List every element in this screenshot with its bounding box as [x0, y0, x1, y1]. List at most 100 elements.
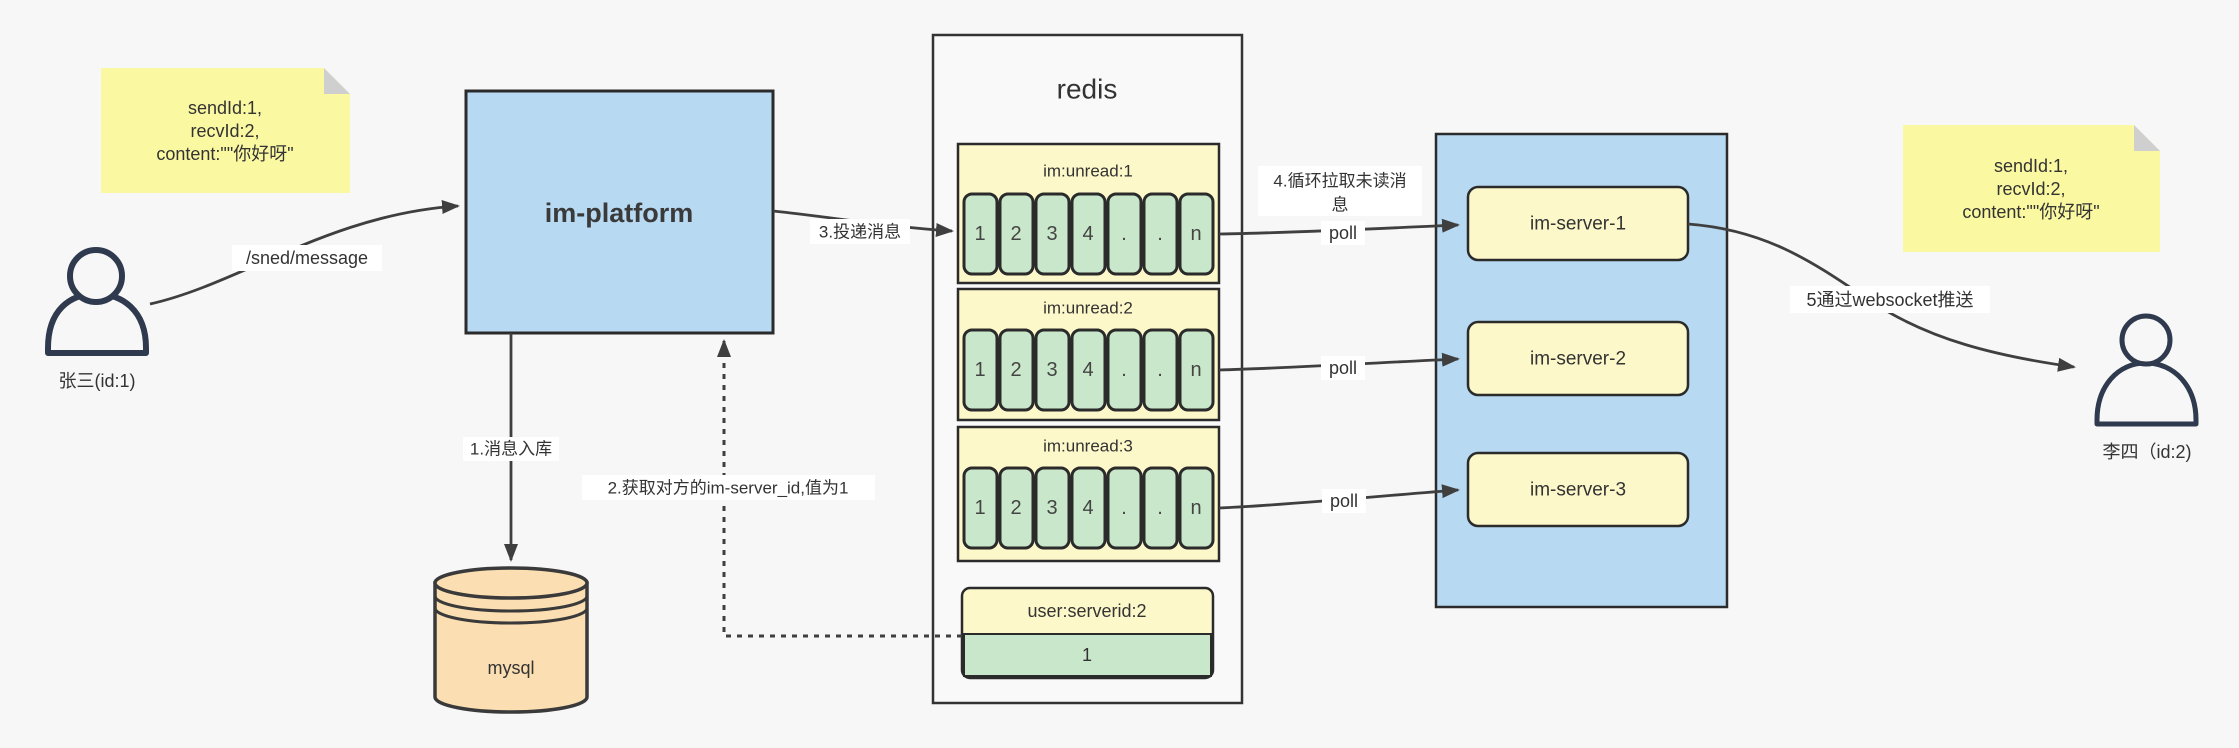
- edge-label: poll: [1330, 491, 1358, 511]
- queue-cell: [998, 328, 1035, 412]
- edge-label: 4.循环拉取未读消: [1273, 172, 1406, 191]
- queue-cell: [962, 192, 999, 276]
- mysql-node: mysql: [433, 566, 589, 714]
- edge-label-poll-1: poll: [1321, 221, 1365, 245]
- queue-cell: [1070, 466, 1107, 550]
- queue-cell: [1070, 192, 1107, 276]
- queue-cell-label: 4: [1082, 497, 1093, 519]
- edge-label: poll: [1329, 223, 1357, 243]
- label-bg: [463, 437, 559, 461]
- mysql-label: mysql: [487, 658, 534, 678]
- label-bg: [1322, 489, 1366, 513]
- queue-cell-label: 4: [1082, 223, 1093, 245]
- queue-im-unread-1: im:unread:1 1 2 3 4 . . n: [956, 142, 1221, 285]
- kv-user-serverid: user:serverid:2 1: [960, 586, 1215, 680]
- queue-cell: [1142, 466, 1179, 550]
- note-line: recvId:2,: [190, 121, 259, 141]
- edge-label: 1.消息入库: [470, 440, 552, 459]
- queue-cell-label: 1: [974, 497, 985, 519]
- edge-label-step3: 3.投递消息: [810, 219, 910, 244]
- queue-cell-label: 3: [1046, 359, 1057, 381]
- actor-zhangsan: 张三(id:1): [45, 247, 149, 391]
- queue-cell-label: 2: [1010, 223, 1021, 245]
- edge-label-step4: 4.循环拉取未读消 息: [1258, 166, 1422, 216]
- edge-label-send-message: /sned/message: [232, 245, 382, 271]
- kv-key-label: user:serverid:2: [1027, 601, 1146, 621]
- im-platform-label: im-platform: [545, 198, 694, 228]
- kv-value-label: 1: [1082, 645, 1092, 665]
- label-bg: [1258, 166, 1422, 216]
- label-bg: [1790, 286, 1990, 313]
- redis-title: redis: [1057, 74, 1118, 105]
- queue-cell: [1106, 192, 1143, 276]
- edge-label-step2: 2.获取对方的im-server_id,值为1: [582, 475, 875, 500]
- database-top-icon: [433, 566, 589, 600]
- server-box: [1466, 451, 1690, 528]
- note-line: content:""你好呀": [156, 144, 293, 164]
- server-label: im-server-2: [1530, 349, 1626, 370]
- queue-header: im:unread:1: [1043, 162, 1133, 181]
- im-platform-node: im-platform: [464, 89, 775, 335]
- note-fold-icon: [2134, 125, 2160, 151]
- im-server-2-node: im-server-2: [1466, 320, 1690, 397]
- server-box: [1466, 320, 1690, 397]
- queue-cell-label: .: [1121, 223, 1127, 245]
- note-body: [101, 68, 350, 193]
- edge-label: 2.获取对方的im-server_id,值为1: [608, 479, 849, 498]
- edge-label-poll-2: poll: [1321, 356, 1365, 380]
- im-platform-box: [464, 89, 775, 335]
- queue-cell-label: 3: [1046, 497, 1057, 519]
- queue-cell: [998, 466, 1035, 550]
- sticky-note-left: sendId:1, recvId:2, content:""你好呀": [101, 68, 350, 193]
- queue-cell-label: .: [1157, 223, 1163, 245]
- queue-cell-label: .: [1121, 359, 1127, 381]
- actor-lisi: 李四（id:2): [2094, 313, 2199, 462]
- edge-label: 5通过websocket推送: [1806, 290, 1973, 310]
- queue-cell: [1178, 328, 1215, 412]
- queue-cell-label: n: [1190, 223, 1201, 245]
- database-ring-icon: [433, 595, 589, 613]
- queue-cell: [962, 466, 999, 550]
- note-line: content:""你好呀": [1962, 202, 2099, 222]
- queue-cell-label: .: [1157, 359, 1163, 381]
- actor-label: 李四（id:2): [2102, 442, 2191, 462]
- queue-cell-label: 3: [1046, 223, 1057, 245]
- label-bg: [1321, 356, 1365, 380]
- label-bg: [810, 219, 910, 244]
- database-ring-icon: [433, 607, 589, 625]
- queue-cell-label: n: [1190, 359, 1201, 381]
- edge-label: 息: [1332, 196, 1349, 215]
- queue-header: im:unread:3: [1043, 437, 1133, 456]
- queue-cell: [998, 192, 1035, 276]
- queue-cell: [1142, 328, 1179, 412]
- queue-cell-label: 4: [1082, 359, 1093, 381]
- queue-cell: [1178, 192, 1215, 276]
- edge-label-poll-3: poll: [1322, 489, 1366, 513]
- sticky-note-right: sendId:1, recvId:2, content:""你好呀": [1903, 125, 2160, 252]
- queue-header: im:unread:2: [1043, 299, 1133, 318]
- queue-cell: [1106, 328, 1143, 412]
- im-server-cluster: im-server-1 im-server-2 im-server-3: [1434, 132, 1729, 609]
- redis-container: redis im:unread:1 1 2 3 4 . . n im:unrea…: [931, 33, 1244, 705]
- queue-cell: [1070, 328, 1107, 412]
- queue-cell-label: 2: [1010, 359, 1021, 381]
- note-line: sendId:1,: [188, 98, 262, 118]
- queue-cell: [1034, 466, 1071, 550]
- edge-label: poll: [1329, 358, 1357, 378]
- queue-cell-label: n: [1190, 497, 1201, 519]
- queue-cell-label: 2: [1010, 497, 1021, 519]
- server-label: im-server-3: [1530, 480, 1626, 501]
- note-fold-icon: [324, 68, 350, 94]
- server-label: im-server-1: [1530, 214, 1626, 235]
- label-bg: [582, 475, 875, 500]
- actor-label: 张三(id:1): [58, 371, 135, 391]
- kv-value-box: [963, 633, 1212, 677]
- arrow-step2-get-serverid: [717, 339, 962, 638]
- im-server-3-node: im-server-3: [1466, 451, 1690, 528]
- queue-cell-label: 1: [974, 223, 985, 245]
- im-server-1-node: im-server-1: [1466, 185, 1690, 262]
- queue-cell-label: .: [1121, 497, 1127, 519]
- person-head-icon: [2119, 313, 2173, 367]
